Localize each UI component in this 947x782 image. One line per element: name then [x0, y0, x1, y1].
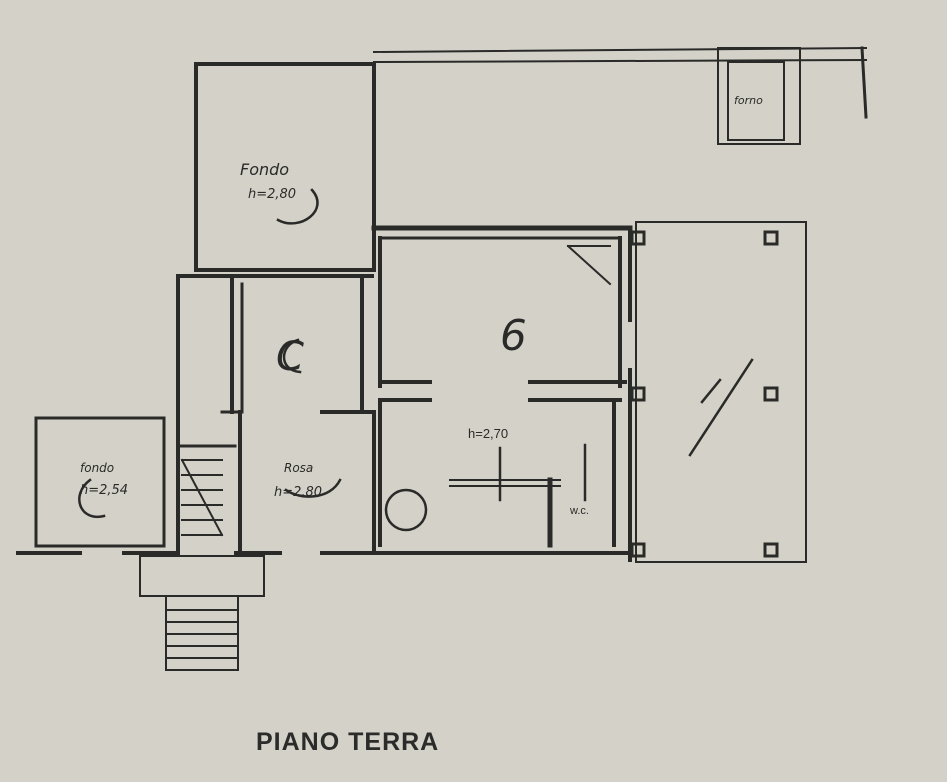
- floor-title: PIANO TERRA: [256, 728, 440, 756]
- room-center-letter: C: [276, 334, 304, 380]
- box-top-right-name: forno: [734, 94, 763, 107]
- room-annex-walls: [34, 416, 166, 548]
- room-wc-label: w.c.: [569, 505, 589, 517]
- room-entrance-height: h=2,80: [274, 485, 322, 500]
- room-right-top-letter: 6: [500, 311, 527, 360]
- fence-top: [372, 46, 868, 145]
- room-right-top-walls: [371, 225, 633, 388]
- room-entrance-name: Rosa: [284, 461, 313, 475]
- bottom-wall: [16, 410, 632, 555]
- room-annex-height: h=2,54: [80, 483, 128, 498]
- room-right-bottom-height: h=2,70: [468, 426, 508, 441]
- hand-sketches: [78, 188, 754, 532]
- room-right-bottom-walls: [378, 368, 632, 562]
- room-annex-name: fondo: [80, 461, 114, 475]
- room-center-walls: [176, 274, 374, 452]
- room-top-left-walls: [194, 62, 376, 272]
- room-top-left-height: h=2,80: [248, 187, 296, 202]
- entrance-stairs: [139, 458, 265, 671]
- room-top-left-name: Fondo: [240, 160, 289, 179]
- porch-right: [630, 221, 807, 563]
